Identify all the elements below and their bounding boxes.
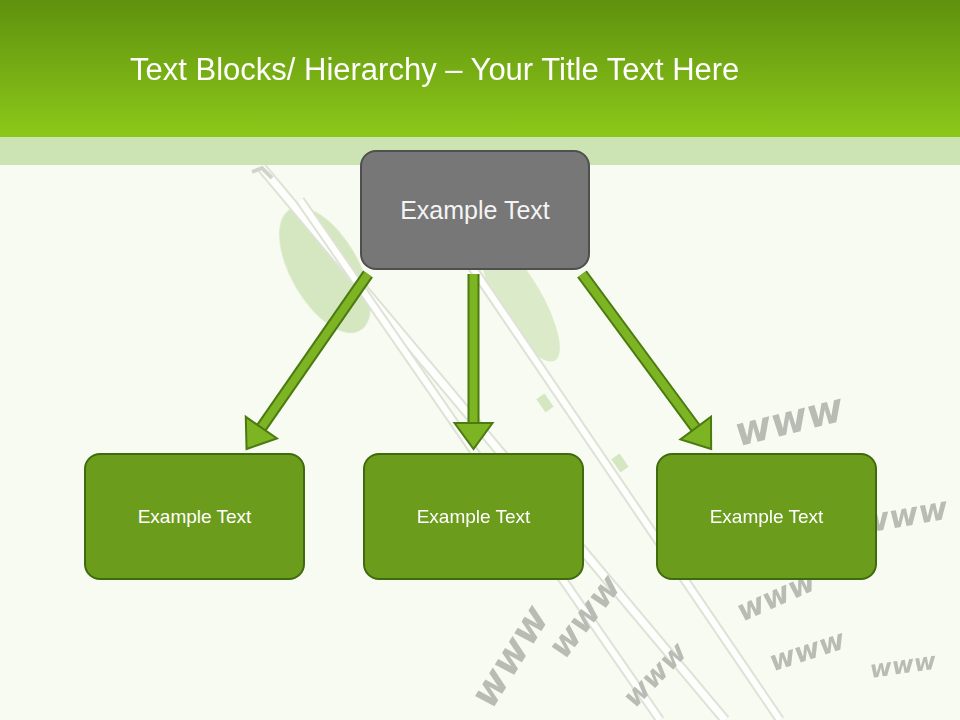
child-box: Example Text — [84, 453, 305, 580]
box-text: Example Text — [710, 506, 824, 528]
hierarchy-arrow — [455, 274, 493, 449]
box-text: Example Text — [400, 196, 550, 225]
arrow-head — [680, 417, 711, 449]
box-text: Example Text — [417, 506, 531, 528]
arrow-head — [246, 417, 277, 449]
child-box: Example Text — [363, 453, 584, 580]
box-text: Example Text — [138, 506, 252, 528]
arrow-shaft — [470, 274, 478, 425]
arrow-shaft-outline — [582, 274, 697, 430]
slide-title: Text Blocks/ Hierarchy – Your Title Text… — [130, 52, 739, 88]
header-bar — [0, 0, 960, 137]
arrow-shaft — [260, 274, 368, 429]
child-box: Example Text — [656, 453, 877, 580]
arrow-shaft — [582, 274, 697, 430]
arrow-head — [455, 423, 493, 449]
arrow-shaft-outline — [468, 274, 480, 425]
hierarchy-arrow — [582, 274, 711, 449]
hierarchy-arrow — [246, 274, 368, 449]
arrow-shaft-outline — [260, 274, 368, 429]
parent-box: Example Text — [360, 150, 590, 270]
